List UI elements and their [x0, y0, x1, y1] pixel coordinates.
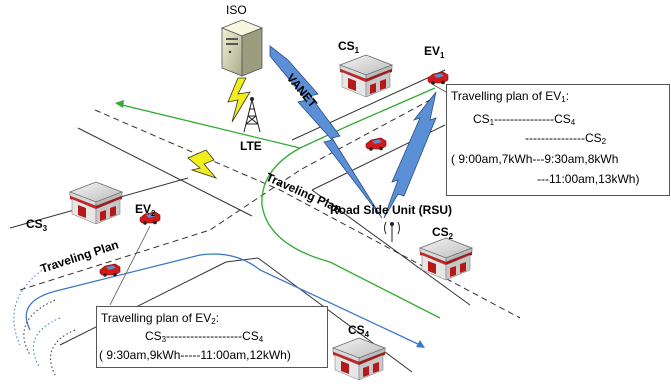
ev1-plan-route-line1: CS1---------------CS4: [473, 112, 576, 127]
ev2-label: EV2: [135, 202, 156, 218]
road-edge-right-lower: [257, 257, 413, 373]
ev1-car-icon: [427, 71, 449, 86]
car-icon-rsu-road: [365, 137, 387, 152]
vanet-lightning-icon: [269, 45, 383, 219]
rsu-label: Road Side Unit (RSU): [330, 203, 452, 217]
road-edge-bottom-left: [59, 261, 227, 346]
car-icon-left-road: [99, 263, 121, 278]
ev1-route-arrow: [115, 100, 124, 108]
cs1-station-icon: [339, 54, 393, 98]
cs2-label: CS2: [432, 225, 454, 241]
ev2-plan-schedule-line: ( 9:30am,9kWh-----11:00am,12kWh): [99, 348, 291, 362]
ev1-route-upper: [117, 103, 301, 149]
cs4-station-icon: [332, 337, 386, 381]
rsu-antenna-icon: [384, 221, 400, 242]
cs3-label: CS3: [26, 217, 48, 233]
cs3-station-icon: [69, 181, 123, 225]
iso-lte-lightning-icon: [227, 77, 251, 123]
traveling-plan-label-top: Traveling Plan: [264, 170, 344, 216]
ev2-route: [25, 253, 421, 346]
iso-server-icon: [220, 19, 264, 77]
dotted-road-ends: [13, 267, 76, 376]
ev2-plan-title: Travelling plan of EV2:: [101, 311, 220, 326]
ev1-plan-title: Travelling plan of EV1:: [451, 89, 570, 104]
ev2-plan-callout-line: [109, 225, 151, 306]
ev1-plan-callout-line: [431, 83, 447, 93]
ev2-travel-plan-box: Travelling plan of EV2: CS3-------------…: [96, 306, 328, 368]
lte-ev2-lightning-icon: [187, 149, 218, 179]
ev1-route: [261, 87, 441, 319]
lte-label: LTE: [240, 139, 262, 153]
cs4-label: CS4: [348, 323, 370, 339]
road-edge-lower-right-b: [311, 189, 471, 306]
ev2-route-arrow: [416, 340, 425, 348]
ev2-plan-route-line1: CS3-------------------CS4: [145, 329, 264, 344]
ev1-plan-schedule-line2: ---11:00am,13kWh): [537, 172, 640, 186]
ev1-label: EV1: [424, 44, 445, 60]
road-edge-upper: [77, 127, 253, 217]
ev1-plan-schedule-line1: ( 9:00am,7kWh---9:30am,8kWh: [451, 152, 619, 166]
ev1-plan-route-line2: ---------------CS2: [525, 131, 607, 146]
road-edge-upper-right: [291, 69, 446, 141]
iso-label: ISO: [226, 3, 247, 17]
ev1-travel-plan-box: Travelling plan of EV1: CS1-------------…: [446, 84, 670, 196]
cs1-label: CS1: [338, 39, 360, 55]
lte-tower-icon: [243, 97, 261, 133]
rsu-ev1-lightning-icon: [383, 91, 437, 219]
